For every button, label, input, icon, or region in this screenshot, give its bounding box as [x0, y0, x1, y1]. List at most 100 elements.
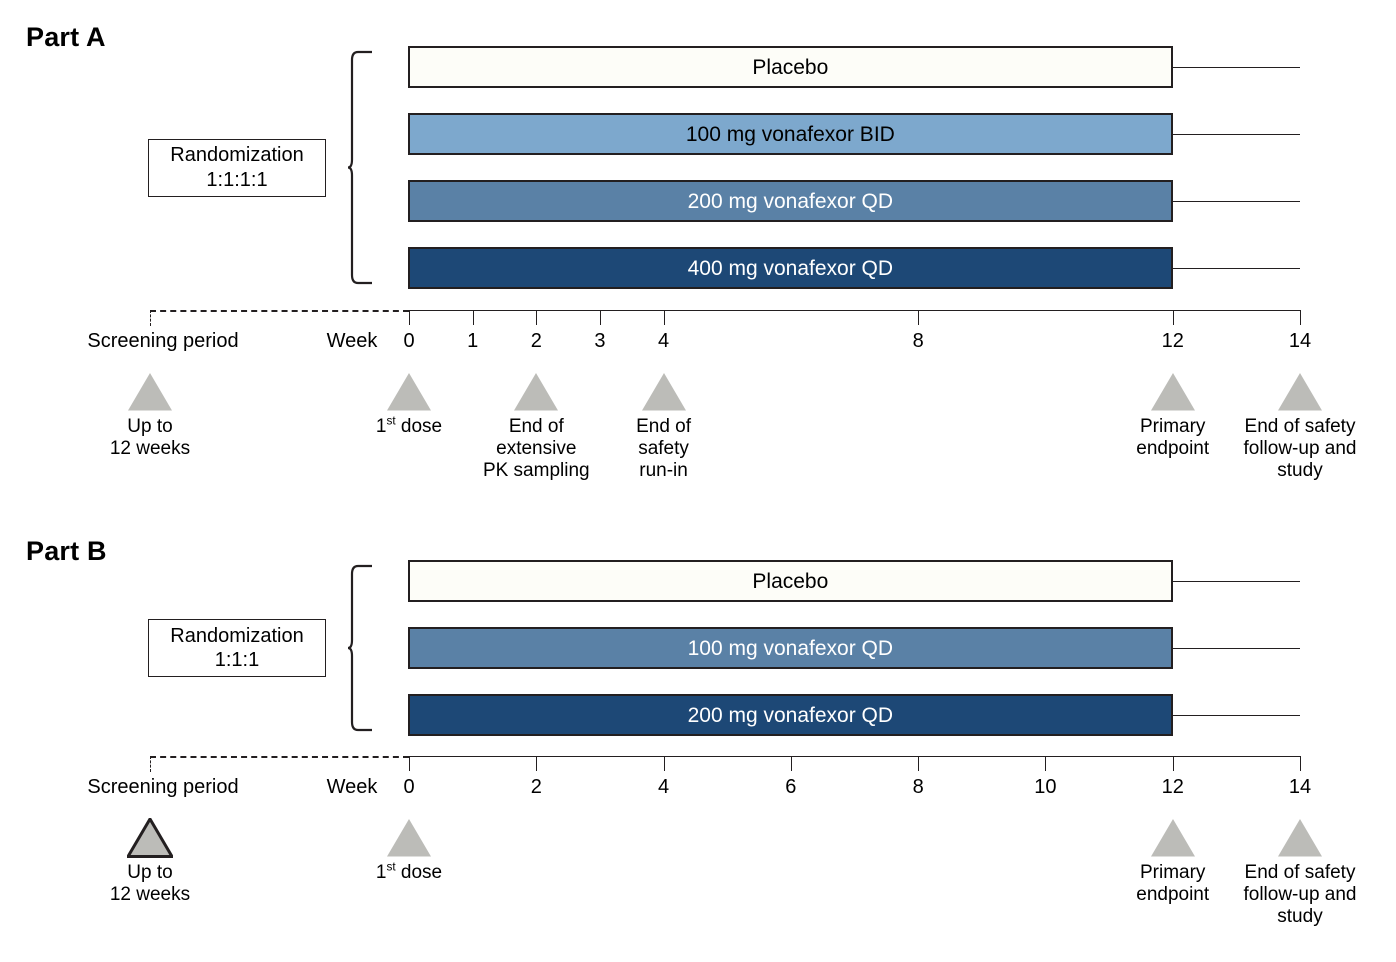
- axis-tick: [1300, 310, 1301, 325]
- marker-triangle-icon: [387, 818, 431, 857]
- randomization-label: Randomization: [170, 144, 304, 167]
- screening-dashed-line: [150, 310, 409, 312]
- treatment-arm-label: 400 mg vonafexor QD: [687, 256, 894, 280]
- screening-start-tick: [150, 310, 151, 326]
- marker-triangle-icon: [1278, 372, 1322, 411]
- axis-unit-label: Week: [326, 330, 378, 352]
- axis-tick-label: 14: [1288, 330, 1312, 352]
- axis-tick-label: 4: [658, 776, 670, 798]
- axis-tick-label: 6: [785, 776, 797, 798]
- axis-tick-label: 10: [1034, 776, 1057, 798]
- timeline-marker: End of extensive PK sampling: [461, 372, 611, 483]
- axis-tick-label: 3: [594, 330, 606, 352]
- axis-tick: [790, 756, 792, 771]
- timeline-marker: Primary endpoint: [1098, 372, 1248, 460]
- treatment-arm-label: 200 mg vonafexor QD: [687, 703, 894, 727]
- axis-tick-label: 0: [403, 776, 415, 798]
- treatment-arm-bar: Placebo: [408, 46, 1173, 88]
- marker-triangle-wrap: [75, 818, 225, 858]
- axis-tick: [663, 756, 665, 771]
- randomization-brace: [348, 564, 372, 732]
- followup-line: [1172, 648, 1300, 649]
- axis-tick-label: 1: [467, 330, 479, 352]
- marker-triangle-icon: [1150, 818, 1195, 857]
- randomization-ratio: 1:1:1: [214, 649, 260, 671]
- marker-triangle-wrap: [1225, 372, 1375, 412]
- marker-triangle-wrap: [589, 372, 739, 412]
- marker-triangle-wrap: [1225, 818, 1375, 858]
- marker-label: End of safety run-in: [636, 415, 692, 482]
- treatment-arm-label: 200 mg vonafexor QD: [687, 189, 894, 213]
- treatment-arm-bar: 200 mg vonafexor QD: [408, 180, 1173, 222]
- axis-tick: [536, 756, 538, 771]
- treatment-arm-bar: 200 mg vonafexor QD: [408, 694, 1173, 736]
- timeline-marker: End of safety follow-up and study: [1225, 372, 1375, 483]
- marker-triangle-wrap: [334, 372, 484, 412]
- treatment-arm-bar: 400 mg vonafexor QD: [408, 247, 1173, 289]
- timeline-marker: End of safety run-in: [589, 372, 739, 483]
- screening-dashed-line: [150, 756, 409, 758]
- marker-triangle-icon: [387, 372, 431, 411]
- followup-line: [1172, 581, 1300, 582]
- treatment-arm-bar: 100 mg vonafexor BID: [408, 113, 1173, 155]
- marker-triangle-icon: [128, 372, 172, 411]
- timeline-axis: [409, 310, 1300, 311]
- timeline-marker: Primary endpoint: [1098, 818, 1248, 906]
- marker-triangle-wrap: [75, 372, 225, 412]
- marker-label: Up to 12 weeks: [109, 861, 191, 905]
- marker-triangle-icon: [127, 818, 173, 858]
- marker-label: 1st dose: [375, 414, 443, 437]
- screening-start-tick: [150, 756, 151, 772]
- screening-period-label: Screening period: [87, 330, 239, 352]
- timeline-marker: Up to 12 weeks: [75, 372, 225, 460]
- treatment-arm-label: 100 mg vonafexor QD: [687, 636, 894, 660]
- axis-tick-label: 4: [658, 330, 670, 352]
- axis-tick: [918, 756, 920, 771]
- axis-tick-label: 2: [530, 330, 542, 352]
- timeline-axis: [409, 756, 1300, 757]
- randomization-brace: [348, 50, 372, 285]
- timeline-marker: End of safety follow-up and study: [1225, 818, 1375, 929]
- treatment-arm-label: Placebo: [752, 569, 829, 593]
- timeline-marker: 1st dose: [334, 818, 484, 884]
- followup-line: [1172, 134, 1300, 135]
- marker-triangle-wrap: [1098, 818, 1248, 858]
- marker-triangle-wrap: [1098, 372, 1248, 412]
- timeline-marker: 1st dose: [334, 372, 484, 438]
- followup-line: [1172, 715, 1300, 716]
- axis-tick-label: 8: [912, 776, 924, 798]
- axis-tick-label: 8: [912, 330, 924, 352]
- axis-tick: [1172, 310, 1174, 325]
- marker-triangle-icon: [1150, 372, 1195, 411]
- marker-triangle-icon: [641, 372, 686, 411]
- treatment-arm-bar: Placebo: [408, 560, 1173, 602]
- axis-tick: [1172, 756, 1174, 771]
- axis-tick: [1300, 756, 1301, 771]
- marker-label: Primary endpoint: [1136, 415, 1210, 459]
- axis-tick: [472, 310, 474, 325]
- axis-tick: [409, 310, 410, 325]
- axis-tick: [536, 310, 538, 325]
- axis-unit-label: Week: [326, 776, 378, 798]
- axis-tick-label: 12: [1161, 776, 1184, 798]
- treatment-arm-bar: 100 mg vonafexor QD: [408, 627, 1173, 669]
- axis-tick-label: 2: [530, 776, 542, 798]
- marker-triangle-icon: [514, 372, 559, 411]
- axis-tick: [918, 310, 920, 325]
- axis-tick: [1045, 756, 1047, 771]
- marker-label: Up to 12 weeks: [109, 415, 191, 459]
- randomization-ratio: 1:1:1:1: [206, 168, 268, 191]
- marker-triangle-wrap: [334, 818, 484, 858]
- followup-line: [1172, 67, 1300, 68]
- axis-tick-label: 0: [403, 330, 415, 352]
- treatment-arm-label: 100 mg vonafexor BID: [685, 122, 895, 146]
- timeline-marker: Up to 12 weeks: [75, 818, 225, 906]
- screening-period-label: Screening period: [87, 776, 239, 798]
- marker-label: End of extensive PK sampling: [482, 415, 590, 482]
- part-title-part_b: Part B: [26, 536, 107, 566]
- marker-label: End of safety follow-up and study: [1243, 415, 1357, 482]
- axis-tick: [663, 310, 665, 325]
